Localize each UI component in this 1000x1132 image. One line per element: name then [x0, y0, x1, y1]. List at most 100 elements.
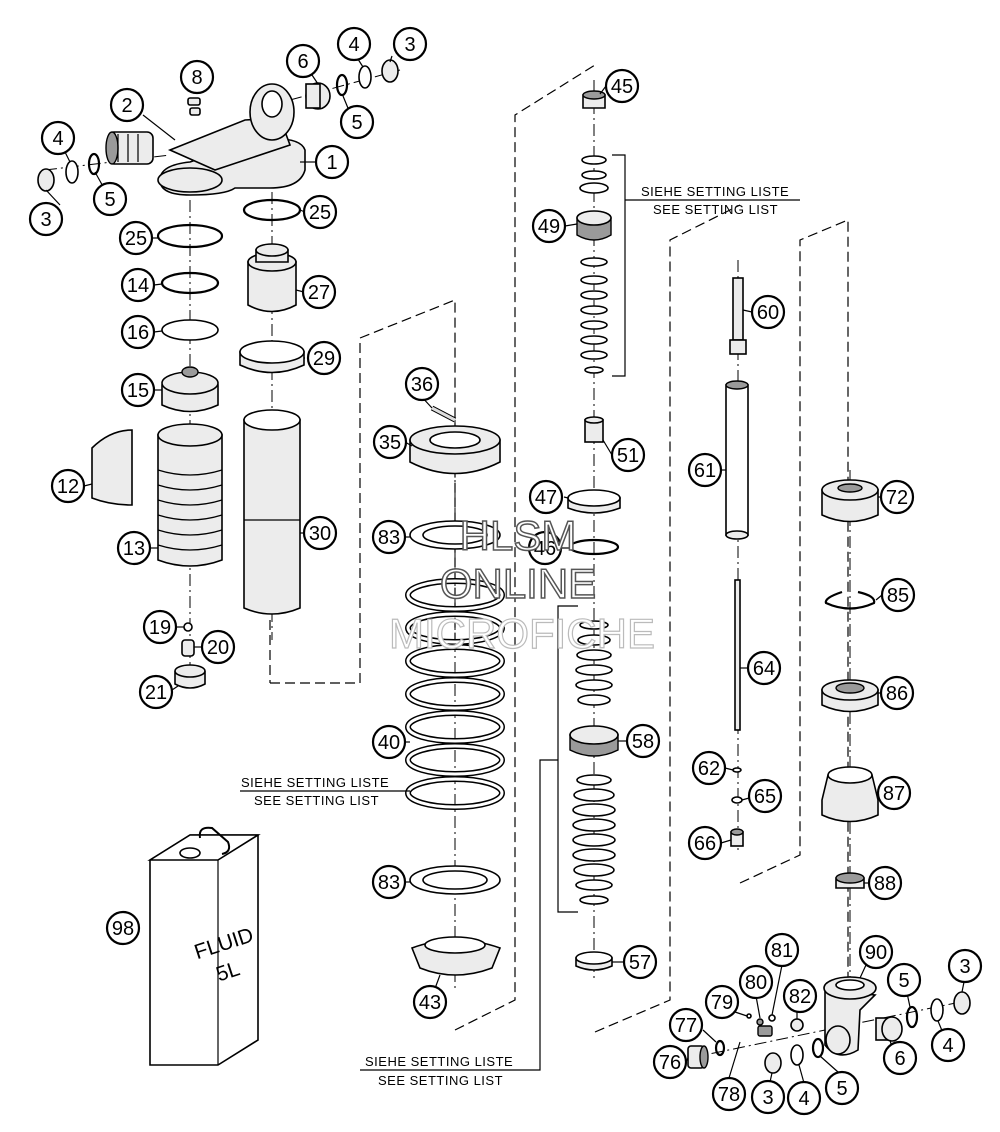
callout-36: 36 [404, 366, 440, 402]
svg-text:4: 4 [942, 1035, 953, 1057]
callout-83: 83 [371, 519, 407, 555]
callout-58: 58 [625, 723, 661, 759]
shock-body-assembly [37, 59, 399, 689]
svg-text:21: 21 [145, 682, 167, 704]
callout-64: 64 [746, 650, 782, 686]
part-85-circlip [824, 590, 876, 610]
part-3-bushing-right [953, 991, 971, 1015]
callout-3: 3 [392, 26, 428, 62]
callout-5: 5 [339, 104, 375, 140]
callout-2: 2 [109, 87, 145, 123]
part-21-cap [174, 664, 206, 689]
part-3-bushing-bottom [764, 1052, 782, 1074]
svg-text:90: 90 [865, 942, 887, 964]
watermark-line2: ONLINE [440, 560, 596, 607]
callout-61: 61 [687, 452, 723, 488]
part-60-rod-end [729, 277, 747, 355]
svg-text:25: 25 [125, 228, 147, 250]
callout-35: 35 [372, 424, 408, 460]
svg-text:20: 20 [207, 637, 229, 659]
part-30-cylinder [243, 409, 301, 615]
svg-text:81: 81 [771, 940, 793, 962]
part-47-ring [567, 489, 621, 514]
part-65-washer [731, 796, 743, 804]
callout-5: 5 [824, 1070, 860, 1106]
svg-text:98: 98 [112, 918, 134, 940]
note-1-de: SIEHE SETTING LISTE [641, 184, 789, 199]
svg-text:6: 6 [297, 51, 308, 73]
part-2-adjuster [105, 131, 154, 165]
part-80-ball [756, 1018, 764, 1026]
callout-8: 8 [179, 59, 215, 95]
svg-text:14: 14 [127, 275, 149, 297]
svg-text:5: 5 [104, 189, 115, 211]
part-5-oring-bottom [811, 1037, 825, 1059]
callout-87: 87 [876, 775, 912, 811]
svg-text:80: 80 [745, 972, 767, 994]
svg-text:65: 65 [754, 786, 776, 808]
part-58-piston [569, 725, 619, 757]
part-14-ring [160, 271, 220, 295]
svg-text:66: 66 [694, 833, 716, 855]
bottom-out-assembly [821, 479, 879, 889]
part-61-piston-rod [725, 380, 749, 540]
callout-51: 51 [610, 437, 646, 473]
part-86-bumper-seat [821, 679, 879, 713]
part-12-shield [91, 429, 133, 506]
svg-text:72: 72 [886, 487, 908, 509]
svg-text:47: 47 [535, 487, 557, 509]
note-2-de: SIEHE SETTING LISTE [241, 775, 389, 790]
watermark-line1: HLSM [460, 512, 577, 559]
callout-5: 5 [92, 181, 128, 217]
callout-86: 86 [879, 675, 915, 711]
spring-assembly [405, 405, 505, 976]
callout-65: 65 [747, 778, 783, 814]
callout-5: 5 [886, 962, 922, 998]
svg-text:87: 87 [883, 783, 905, 805]
callout-90: 90 [858, 934, 894, 970]
part-4-washer-bottom [790, 1044, 804, 1066]
svg-text:29: 29 [313, 348, 335, 370]
part-4-washer-left [65, 160, 79, 184]
svg-text:49: 49 [538, 216, 560, 238]
svg-text:40: 40 [378, 732, 400, 754]
part-27-bearing-cap [247, 243, 297, 313]
callout-4: 4 [336, 26, 372, 62]
part-35-spring-adjuster [409, 425, 501, 475]
callout-45: 45 [604, 68, 640, 104]
svg-text:61: 61 [694, 460, 716, 482]
svg-text:83: 83 [378, 872, 400, 894]
part-15-piston [161, 366, 219, 413]
svg-text:25: 25 [309, 202, 331, 224]
svg-text:2: 2 [121, 95, 132, 117]
svg-text:58: 58 [632, 731, 654, 753]
part-19-oring-small [183, 622, 193, 632]
callout-81: 81 [764, 932, 800, 968]
part-1-shock-body [157, 83, 306, 196]
svg-text:51: 51 [617, 445, 639, 467]
part-5-oring-left [87, 152, 101, 176]
svg-text:78: 78 [718, 1084, 740, 1106]
part-5-oring-top [335, 73, 349, 97]
svg-text:36: 36 [411, 374, 433, 396]
callout-85: 85 [880, 577, 916, 613]
callout-19: 19 [142, 609, 178, 645]
callout-13: 13 [116, 530, 152, 566]
part-57-washer [575, 951, 613, 971]
callout-1: 1 [314, 144, 350, 180]
svg-text:82: 82 [789, 986, 811, 1008]
svg-text:76: 76 [659, 1052, 681, 1074]
callout-21: 21 [138, 674, 174, 710]
svg-text:62: 62 [698, 758, 720, 780]
part-87-bumper [821, 766, 879, 823]
callout-46: 46 [527, 530, 563, 566]
part-45-nut [582, 90, 606, 109]
svg-text:1: 1 [326, 152, 337, 174]
part-29-nut [239, 340, 305, 374]
svg-text:79: 79 [711, 992, 733, 1014]
svg-text:86: 86 [886, 683, 908, 705]
part-36-screw [430, 405, 457, 423]
part-4-washer-top [358, 65, 372, 89]
svg-text:6: 6 [894, 1048, 905, 1070]
